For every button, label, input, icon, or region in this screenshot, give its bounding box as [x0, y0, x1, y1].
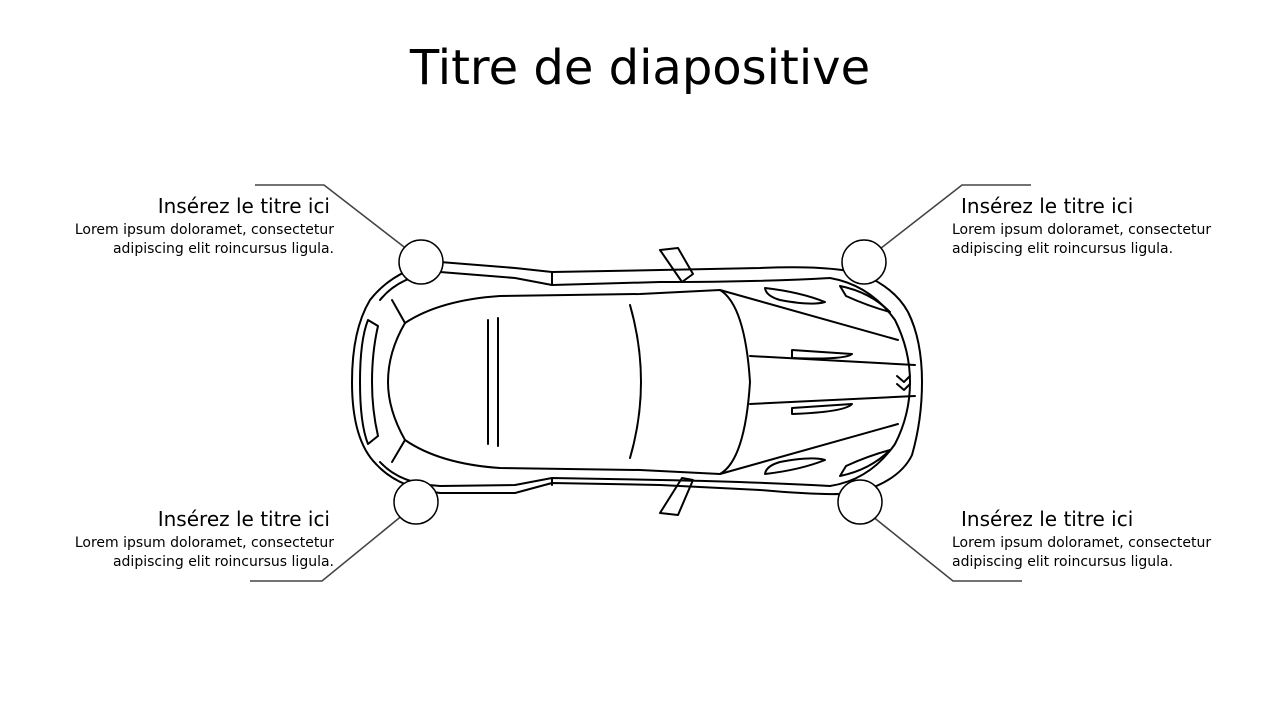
leader-line-bottom-right: [871, 515, 1022, 582]
callout-body: Lorem ipsum doloramet, consectetur adipi…: [952, 534, 1280, 572]
callout-body: Lorem ipsum doloramet, consectetur adipi…: [4, 221, 334, 259]
callout-title: Insérez le titre ici: [157, 507, 330, 531]
callout-title: Insérez le titre ici: [961, 507, 1134, 531]
callout-body: Lorem ipsum doloramet, consectetur adipi…: [4, 534, 334, 572]
callout-body-line: Lorem ipsum doloramet, consectetur: [952, 222, 1212, 238]
car-mirror-bottom: [659, 477, 694, 516]
slide-title: Titre de diapositive: [409, 40, 871, 96]
callout-body-line: adipiscing elit roincursus ligula.: [112, 241, 334, 257]
callout-body-line: Lorem ipsum doloramet, consectetur: [74, 222, 334, 238]
callout-title: Insérez le titre ici: [157, 194, 330, 218]
callout-title: Insérez le titre ici: [961, 194, 1134, 218]
car-top-view-icon: [351, 247, 923, 516]
callout-top-left: Insérez le titre ici Lorem ipsum doloram…: [4, 194, 334, 259]
leader-line-bottom-left: [250, 513, 405, 582]
leader-line-top-left: [255, 184, 409, 251]
leader-line-top-right: [875, 184, 1031, 253]
callout-body-line: Lorem ipsum doloramet, consectetur: [74, 535, 334, 551]
wheel-front-left: [841, 239, 887, 285]
callout-top-right: Insérez le titre ici Lorem ipsum doloram…: [952, 194, 1280, 259]
wheel-rear-left: [398, 239, 444, 285]
car-mirror-top: [659, 247, 694, 283]
car-body-outline: [351, 261, 923, 496]
wheel-front-right: [837, 479, 883, 525]
callout-body-line: Lorem ipsum doloramet, consectetur: [952, 535, 1212, 551]
callout-body: Lorem ipsum doloramet, consectetur adipi…: [952, 221, 1280, 259]
callout-body-line: adipiscing elit roincursus ligula.: [952, 554, 1174, 570]
wheel-rear-right: [393, 479, 439, 525]
callout-bottom-left: Insérez le titre ici Lorem ipsum doloram…: [4, 507, 334, 572]
callout-body-line: adipiscing elit roincursus ligula.: [952, 241, 1174, 257]
callout-bottom-right: Insérez le titre ici Lorem ipsum doloram…: [952, 507, 1280, 572]
callout-body-line: adipiscing elit roincursus ligula.: [112, 554, 334, 570]
car-roof: [387, 289, 751, 475]
